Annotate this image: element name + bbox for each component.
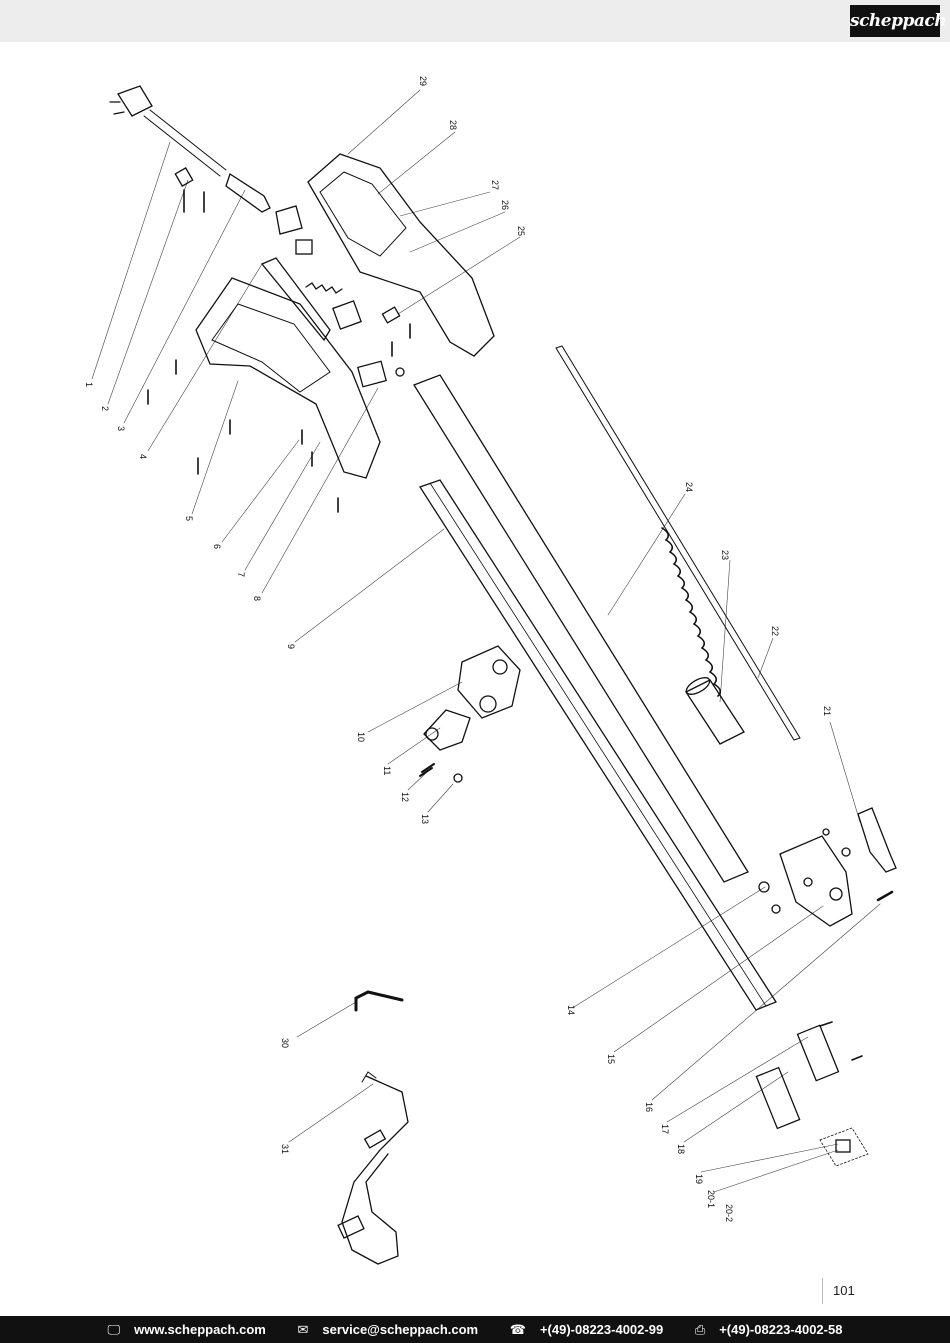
part-label: 5	[184, 516, 194, 521]
part-label: 31	[280, 1144, 290, 1154]
part-label: 29	[418, 76, 428, 86]
part-label: 15	[606, 1054, 616, 1064]
leader-lines	[91, 89, 881, 1193]
part-label: 2	[100, 406, 110, 411]
part-label: 20-2	[724, 1204, 734, 1222]
part-label: 17	[660, 1124, 670, 1134]
part-label: 4	[138, 454, 148, 459]
footer-website[interactable]: 🖵www.scheppach.com	[107, 1322, 266, 1337]
part-label: 23	[720, 550, 730, 560]
part-label: 18	[676, 1144, 686, 1154]
part-label: 11	[382, 766, 392, 775]
part-label: 26	[500, 200, 510, 210]
header-bar	[0, 0, 950, 42]
part-label: 21	[822, 706, 832, 716]
brand-logo: scheppach	[850, 5, 947, 37]
part-label: 27	[490, 180, 500, 190]
part-label: 9	[286, 644, 296, 649]
phone-icon: ☎	[509, 1322, 526, 1337]
page-number-box: 101	[822, 1278, 863, 1304]
part-label: 1	[84, 382, 94, 387]
part-label: 14	[566, 1005, 576, 1015]
part-label: 20-1	[706, 1190, 716, 1208]
part-label: 8	[252, 596, 262, 601]
footer-email[interactable]: ✉service@scheppach.com	[297, 1322, 479, 1337]
part-label: 19	[694, 1174, 704, 1184]
footer-bar: 🖵www.scheppach.com ✉service@scheppach.co…	[0, 1316, 950, 1343]
monitor-icon: 🖵	[107, 1322, 121, 1337]
part-label: 10	[356, 732, 366, 742]
part-label: 13	[420, 814, 430, 824]
part-label: 3	[116, 426, 126, 431]
part-label: 6	[212, 544, 222, 549]
parts-drawing: 1 2 3 4 5 6 7 8 9 10 11 12 13 14 15 16 1…	[84, 76, 897, 1265]
part-number-labels: 1 2 3 4 5 6 7 8 9 10 11 12 13 14 15 16 1…	[84, 76, 832, 1222]
exploded-parts-diagram: 1 2 3 4 5 6 7 8 9 10 11 12 13 14 15 16 1…	[0, 42, 950, 1282]
part-label: 28	[448, 120, 458, 130]
fax-icon: ⎙	[694, 1322, 706, 1337]
mail-icon: ✉	[297, 1322, 309, 1337]
part-label: 7	[236, 572, 246, 577]
footer-phone: ☎+(49)-08223-4002-99	[509, 1322, 664, 1337]
part-label: 22	[770, 626, 780, 636]
footer-fax: ⎙+(49)-08223-4002-58	[694, 1322, 843, 1337]
part-label: 24	[684, 482, 694, 492]
parts	[109, 85, 897, 1265]
part-label: 12	[400, 792, 410, 802]
part-label: 25	[516, 226, 526, 236]
part-label: 30	[280, 1038, 290, 1048]
page-number: 101	[833, 1283, 855, 1298]
part-label: 16	[644, 1102, 654, 1112]
